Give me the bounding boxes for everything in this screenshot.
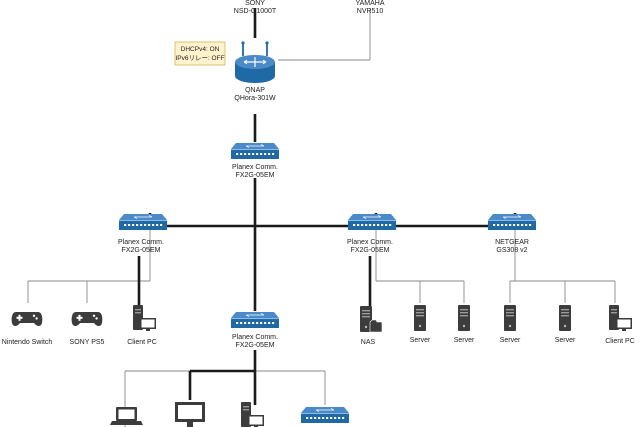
- client-pc-right-device[interactable]: Client PC: [605, 305, 635, 345]
- thin-links: [27, 8, 616, 427]
- sony-nsd-brand-label: SONY: [245, 0, 265, 7]
- nas-device[interactable]: NAS: [360, 306, 383, 346]
- netgear-brand-label: NETGEAR: [495, 239, 529, 246]
- server-mid-2-device[interactable]: Server: [454, 305, 475, 344]
- nas-icon: [360, 306, 383, 333]
- server-right-2-label: Server: [555, 337, 576, 344]
- laptop-device[interactable]: [110, 407, 143, 425]
- network-switch-icon: [118, 213, 168, 231]
- switch-core-model-label: FX2G-05EM: [236, 172, 275, 179]
- switch-center-low-model-label: FX2G-05EM: [236, 342, 275, 349]
- switch-center-low-brand-label: Planex Comm.: [232, 334, 278, 341]
- qnap-model-label: QHora-301W: [234, 95, 276, 102]
- switch-bottom-device[interactable]: [300, 406, 350, 424]
- switch-netgear[interactable]: NETGEAR GS308 v2: [487, 213, 537, 254]
- nintendo-switch-device[interactable]: Nintendo Switch: [2, 312, 53, 346]
- server-right-1-label: Server: [500, 337, 521, 344]
- desktop-pc-icon: [609, 305, 632, 331]
- note-line-1: DHCPv4: ON: [181, 46, 220, 53]
- router-icon: [235, 41, 275, 83]
- monitor-icon: [175, 402, 205, 427]
- switch-center-low[interactable]: Planex Comm. FX2G-05EM: [230, 311, 280, 349]
- server-icon: [414, 305, 426, 331]
- switch-left-model-label: FX2G-05EM: [122, 247, 161, 254]
- qnap-brand-label: QNAP: [245, 87, 265, 94]
- server-mid-1-device[interactable]: Server: [410, 305, 431, 344]
- gamepad-icon: [11, 312, 43, 326]
- switch-core[interactable]: Planex Comm. FX2G-05EM: [230, 142, 280, 179]
- laptop-icon: [110, 407, 143, 425]
- desktop-pc-icon: [241, 402, 264, 427]
- client-pc-left-device[interactable]: Client PC: [127, 305, 157, 346]
- server-mid-1-label: Server: [410, 337, 431, 344]
- server-right-1-device[interactable]: Server: [500, 305, 521, 344]
- network-switch-icon: [230, 142, 280, 160]
- switch-mid[interactable]: Planex Comm. FX2G-05EM: [347, 213, 397, 254]
- yamaha-model-label: NVR510: [357, 8, 384, 15]
- yamaha-brand-label: YAMAHA: [355, 0, 384, 7]
- nas-label: NAS: [361, 339, 376, 346]
- switch-left[interactable]: Planex Comm. FX2G-05EM: [118, 213, 168, 254]
- network-switch-icon: [347, 213, 397, 231]
- switch-core-brand-label: Planex Comm.: [232, 164, 278, 171]
- netgear-model-label: GS308 v2: [496, 247, 527, 254]
- sony-nsd-model-label: NSD-G1000T: [234, 8, 277, 15]
- server-icon: [504, 305, 516, 331]
- client-pc-left-label: Client PC: [127, 339, 157, 346]
- switch-mid-brand-label: Planex Comm.: [347, 239, 393, 246]
- thick-links: [137, 8, 517, 405]
- qnap-router[interactable]: QNAP QHora-301W: [234, 41, 276, 102]
- server-icon: [559, 305, 571, 331]
- network-switch-icon: [230, 311, 280, 329]
- sony-ps5-device[interactable]: SONY PS5: [70, 312, 105, 346]
- nintendo-switch-label: Nintendo Switch: [2, 339, 53, 346]
- network-switch-icon: [487, 213, 537, 231]
- dhcp-note: DHCPv4: ON IPv6リレー: OFF: [174, 41, 226, 66]
- server-icon: [458, 305, 470, 331]
- sony-ps5-label: SONY PS5: [70, 339, 105, 346]
- switch-mid-model-label: FX2G-05EM: [351, 247, 390, 254]
- client-pc-right-label: Client PC: [605, 338, 635, 345]
- switch-left-brand-label: Planex Comm.: [118, 239, 164, 246]
- gamepad-icon: [71, 312, 103, 326]
- note-line-2: IPv6リレー: OFF: [175, 55, 224, 62]
- network-switch-icon: [300, 406, 350, 424]
- server-mid-2-label: Server: [454, 337, 475, 344]
- monitor-device[interactable]: [175, 402, 205, 427]
- desktop-pc-icon: [133, 305, 156, 331]
- desktop-pc-bottom-device[interactable]: [241, 402, 264, 427]
- server-right-2-device[interactable]: Server: [555, 305, 576, 344]
